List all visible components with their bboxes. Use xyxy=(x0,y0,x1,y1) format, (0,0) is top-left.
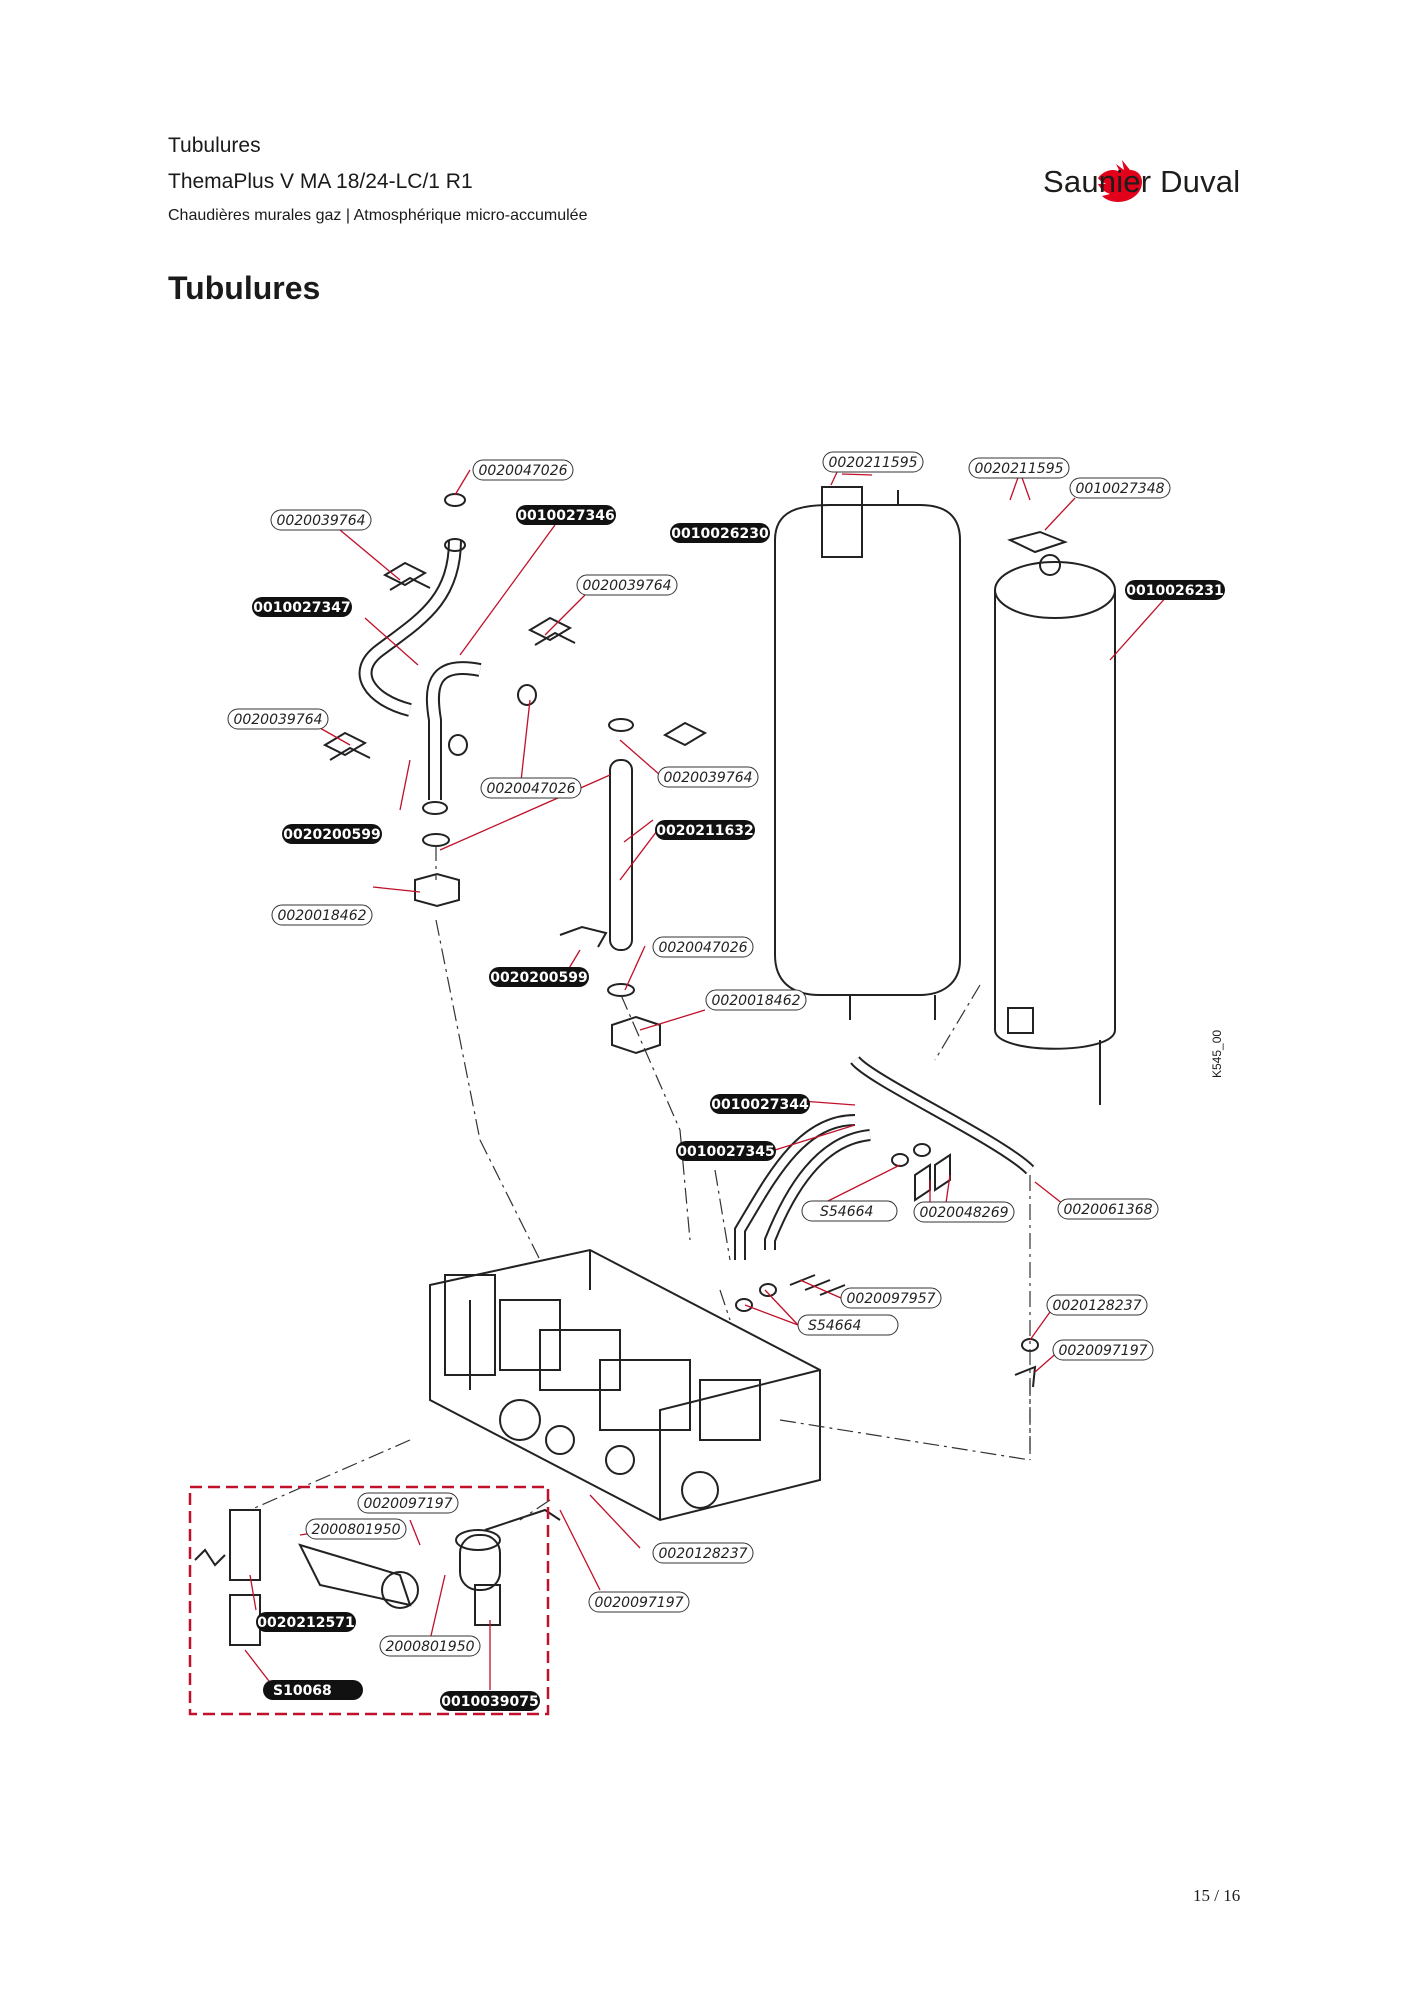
part-label: 0010026230 xyxy=(671,526,769,542)
part-label: 0020097957 xyxy=(846,1291,935,1307)
part-label: 0020039764 xyxy=(233,712,322,728)
part-label: 0020097197 xyxy=(1058,1343,1147,1359)
part-label: 0020039764 xyxy=(276,513,365,529)
header-title: Tubulures xyxy=(168,134,261,157)
part-label: 0010027348 xyxy=(1075,481,1164,497)
part-label: 0020097197 xyxy=(594,1595,683,1611)
selection-box xyxy=(188,1485,550,1716)
part-label: 0020039764 xyxy=(582,578,671,594)
header-model: ThemaPlus V MA 18/24-LC/1 R1 xyxy=(168,170,473,193)
part-label: 0020128237 xyxy=(658,1546,747,1562)
part-label: 0020047026 xyxy=(486,781,575,797)
brand-name: Saunier Duval xyxy=(1043,164,1241,199)
part-label: 0020061368 xyxy=(1063,1202,1152,1218)
part-label: 0010027346 xyxy=(517,508,614,524)
part-label: 0010027345 xyxy=(677,1144,774,1160)
part-label: 0020048269 xyxy=(919,1205,1008,1221)
part-label: 0020018462 xyxy=(277,908,366,924)
header-category: Chaudières murales gaz | Atmosphérique m… xyxy=(168,207,588,224)
part-label: 0020039764 xyxy=(663,770,752,786)
part-label: 0020211632 xyxy=(656,823,753,839)
part-label: 0010026231 xyxy=(1126,583,1223,599)
part-label: 0020047026 xyxy=(478,463,567,479)
part-label: 0020211595 xyxy=(974,461,1063,477)
part-label: 0020211595 xyxy=(828,455,917,471)
part-label: S54664 xyxy=(820,1204,873,1220)
part-label: 0020018462 xyxy=(711,993,800,1009)
part-label: 0020047026 xyxy=(658,940,747,956)
part-label: 0020212571 xyxy=(257,1615,354,1631)
part-label: 0020200599 xyxy=(283,827,380,843)
part-label: S10068 xyxy=(273,1683,332,1699)
part-label: 0020200599 xyxy=(490,970,587,986)
part-label: 0010039075 xyxy=(441,1694,538,1710)
drawing-reference: K545_00 xyxy=(1210,1029,1224,1078)
part-label: S54664 xyxy=(808,1318,861,1334)
brand-logo-bird-icon xyxy=(1098,160,1142,202)
part-label: 2000801950 xyxy=(311,1522,400,1538)
page-number: 15 / 16 xyxy=(1193,1886,1241,1905)
page-heading: Tubulures xyxy=(168,270,321,306)
part-label: 0010027344 xyxy=(711,1097,809,1113)
part-label: 0020128237 xyxy=(1052,1298,1141,1314)
part-label: 0020097197 xyxy=(363,1496,452,1512)
part-label: 0010027347 xyxy=(253,600,350,616)
part-label: 2000801950 xyxy=(385,1639,474,1655)
